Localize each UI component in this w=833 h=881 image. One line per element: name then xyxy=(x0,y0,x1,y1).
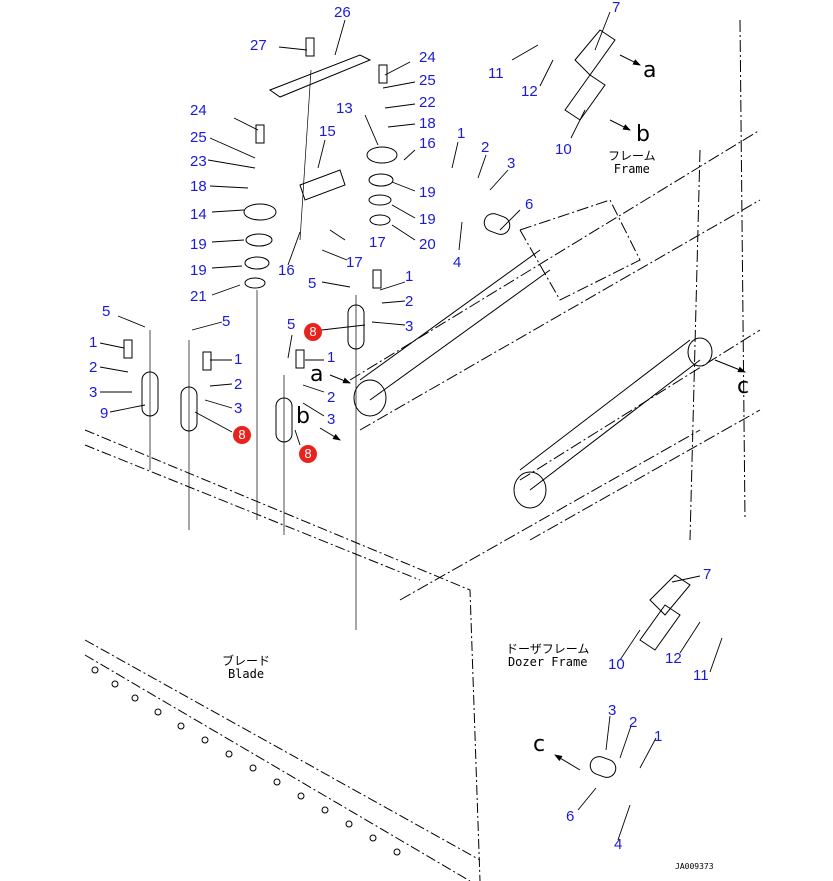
callout-11: 11 xyxy=(488,65,504,82)
callout-3: 3 xyxy=(608,702,617,719)
callout-11: 11 xyxy=(693,667,709,684)
callout-10: 10 xyxy=(555,141,572,158)
callout-14: 14 xyxy=(190,206,207,223)
callout-23: 23 xyxy=(190,153,207,170)
reference-letter-b: b xyxy=(296,404,310,429)
callout-7: 7 xyxy=(612,0,621,16)
caption-dozer-frame-jp: ドーザフレーム xyxy=(506,642,590,656)
callout-1: 1 xyxy=(405,268,414,285)
reference-letter-a: a xyxy=(643,58,657,83)
yoke-15 xyxy=(299,169,346,201)
caption-blade-jp: ブレード xyxy=(222,654,271,668)
callout-2: 2 xyxy=(327,389,336,406)
callout-5: 5 xyxy=(308,275,317,292)
callout-2: 2 xyxy=(629,714,638,731)
blade-holes xyxy=(91,666,401,856)
callout-18: 18 xyxy=(190,178,207,195)
reference-letter-c: c xyxy=(533,732,546,757)
callout-18: 18 xyxy=(419,115,436,132)
caption-dozer-frame: ドーザフレーム Dozer Frame xyxy=(506,643,589,669)
reference-letter-c: c xyxy=(737,374,750,399)
callout-13: 13 xyxy=(336,100,353,117)
callout-21: 21 xyxy=(190,288,207,305)
leader-lines xyxy=(99,11,723,841)
callout-4: 4 xyxy=(453,254,462,271)
callout-5: 5 xyxy=(222,313,231,330)
callout-25: 25 xyxy=(419,72,436,89)
callout-1: 1 xyxy=(234,351,243,368)
callout-3: 3 xyxy=(234,400,243,417)
caption-frame-en: Frame xyxy=(613,162,650,176)
callout-19: 19 xyxy=(190,262,207,279)
callout-17: 17 xyxy=(369,234,386,251)
blade-outline xyxy=(84,429,481,881)
callout-1: 1 xyxy=(457,125,466,142)
callout-9: 9 xyxy=(100,405,109,422)
callout-6: 6 xyxy=(566,808,575,825)
callout-19: 19 xyxy=(419,211,436,228)
callout-2: 2 xyxy=(481,139,490,156)
callout-1: 1 xyxy=(89,334,98,351)
highlight-badge-8[interactable]: 8 xyxy=(304,323,322,341)
reference-arrows xyxy=(319,54,746,771)
callout-3: 3 xyxy=(405,318,414,335)
callout-25: 25 xyxy=(190,129,207,146)
lift-cylinders xyxy=(353,249,713,509)
callout-26: 26 xyxy=(334,4,351,21)
callout-1: 1 xyxy=(327,349,336,366)
callout-19: 19 xyxy=(419,184,436,201)
drawing-id: JA009373 xyxy=(675,862,714,871)
caption-frame: フレーム Frame xyxy=(608,150,656,176)
callout-6: 6 xyxy=(525,196,534,213)
highlight-badge-8[interactable]: 8 xyxy=(299,445,317,463)
callout-3: 3 xyxy=(327,411,336,428)
callout-5: 5 xyxy=(287,316,296,333)
callout-10: 10 xyxy=(608,656,625,673)
callout-5: 5 xyxy=(102,303,111,320)
caption-dozer-frame-en: Dozer Frame xyxy=(507,655,588,669)
callout-20: 20 xyxy=(419,236,436,253)
dozer-frame-outline xyxy=(349,19,761,601)
highlight-badge-8[interactable]: 8 xyxy=(233,426,251,444)
callout-2: 2 xyxy=(405,293,414,310)
callout-7: 7 xyxy=(703,566,712,583)
callout-2: 2 xyxy=(89,359,98,376)
callout-16: 16 xyxy=(278,262,295,279)
callout-4: 4 xyxy=(614,836,623,853)
caption-frame-jp: フレーム xyxy=(608,149,656,163)
pins xyxy=(141,213,617,778)
callout-22: 22 xyxy=(419,94,436,111)
callout-3: 3 xyxy=(89,384,98,401)
callout-3: 3 xyxy=(507,155,516,172)
caption-blade: ブレード Blade xyxy=(222,655,270,681)
callout-24: 24 xyxy=(419,49,436,66)
stay-plate-26 xyxy=(268,54,372,98)
reference-letter-a: a xyxy=(310,362,324,387)
callout-24: 24 xyxy=(190,102,207,119)
spherical-rings xyxy=(243,146,398,289)
callout-12: 12 xyxy=(665,650,682,667)
callout-27: 27 xyxy=(250,37,267,54)
callout-1: 1 xyxy=(654,728,663,745)
caption-blade-en: Blade xyxy=(227,667,265,681)
callout-17: 17 xyxy=(346,254,363,271)
callout-19: 19 xyxy=(190,236,207,253)
callout-15: 15 xyxy=(319,123,336,140)
callout-2: 2 xyxy=(234,376,243,393)
assembly-lines xyxy=(149,69,357,630)
callout-16: 16 xyxy=(419,135,436,152)
links-7-10 xyxy=(564,29,691,651)
reference-letter-b: b xyxy=(636,122,650,147)
callout-12: 12 xyxy=(521,83,538,100)
